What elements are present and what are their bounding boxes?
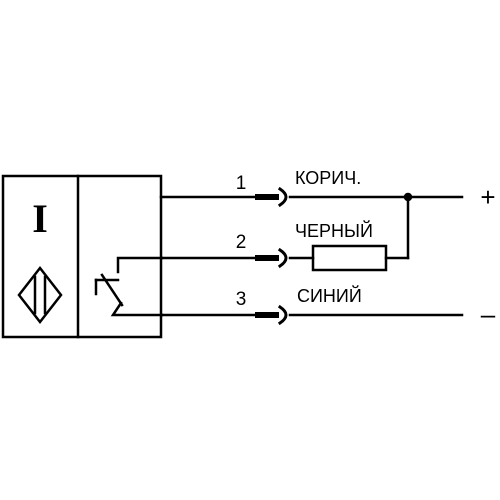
wire-3 — [160, 304, 464, 326]
inductive-type-symbol: I — [32, 196, 48, 241]
wire-3-color-label: СИНИЙ — [297, 285, 362, 306]
wire-2-color-label: ЧЕРНЫЙ — [295, 220, 373, 241]
sensor-body — [1, 174, 163, 339]
output-switch-icon — [94, 256, 164, 317]
wire-1 — [159, 186, 464, 208]
pin-number-1: 1 — [236, 173, 247, 194]
load-resistor — [311, 244, 388, 272]
sensor-housing — [1, 174, 163, 339]
wire-2 — [160, 192, 413, 272]
junction-dot — [403, 192, 413, 202]
positive-terminal-label: + — [480, 182, 495, 212]
sensing-element-icon — [17, 265, 63, 325]
pin-number-2: 2 — [236, 232, 247, 253]
wire-1-color-label: КОРИЧ. — [295, 168, 361, 188]
negative-terminal-label: – — [481, 299, 496, 329]
pin-number-3: 3 — [236, 289, 247, 310]
